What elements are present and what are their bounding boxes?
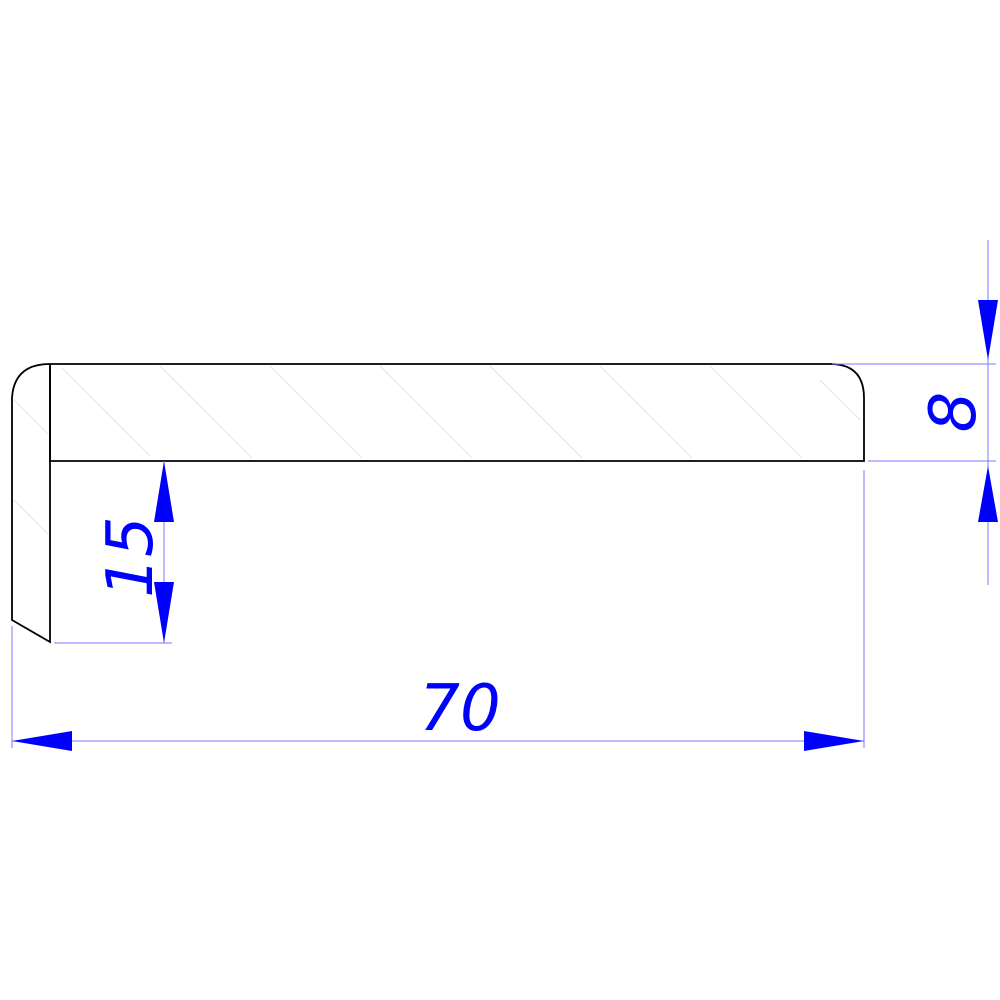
- dimension-thickness: 8: [917, 300, 998, 522]
- dimension-label-width: 70: [419, 672, 500, 746]
- profile-outline: [11, 363, 865, 644]
- dimension-label-flange: 15: [94, 516, 168, 597]
- dimension-flange-height: 15: [94, 461, 174, 643]
- arrowhead-thickness-top: [978, 300, 998, 360]
- dimension-width: 70: [12, 672, 864, 751]
- arrowhead-flange-bottom: [154, 582, 174, 643]
- arrowhead-left: [12, 731, 72, 751]
- section-hatching: [13, 365, 861, 535]
- arrowhead-thickness-bottom: [978, 466, 998, 522]
- dimension-label-thickness: 8: [917, 392, 991, 433]
- arrowhead-right: [804, 731, 864, 751]
- extension-lines: [11, 240, 996, 748]
- arrowhead-flange-top: [154, 461, 174, 522]
